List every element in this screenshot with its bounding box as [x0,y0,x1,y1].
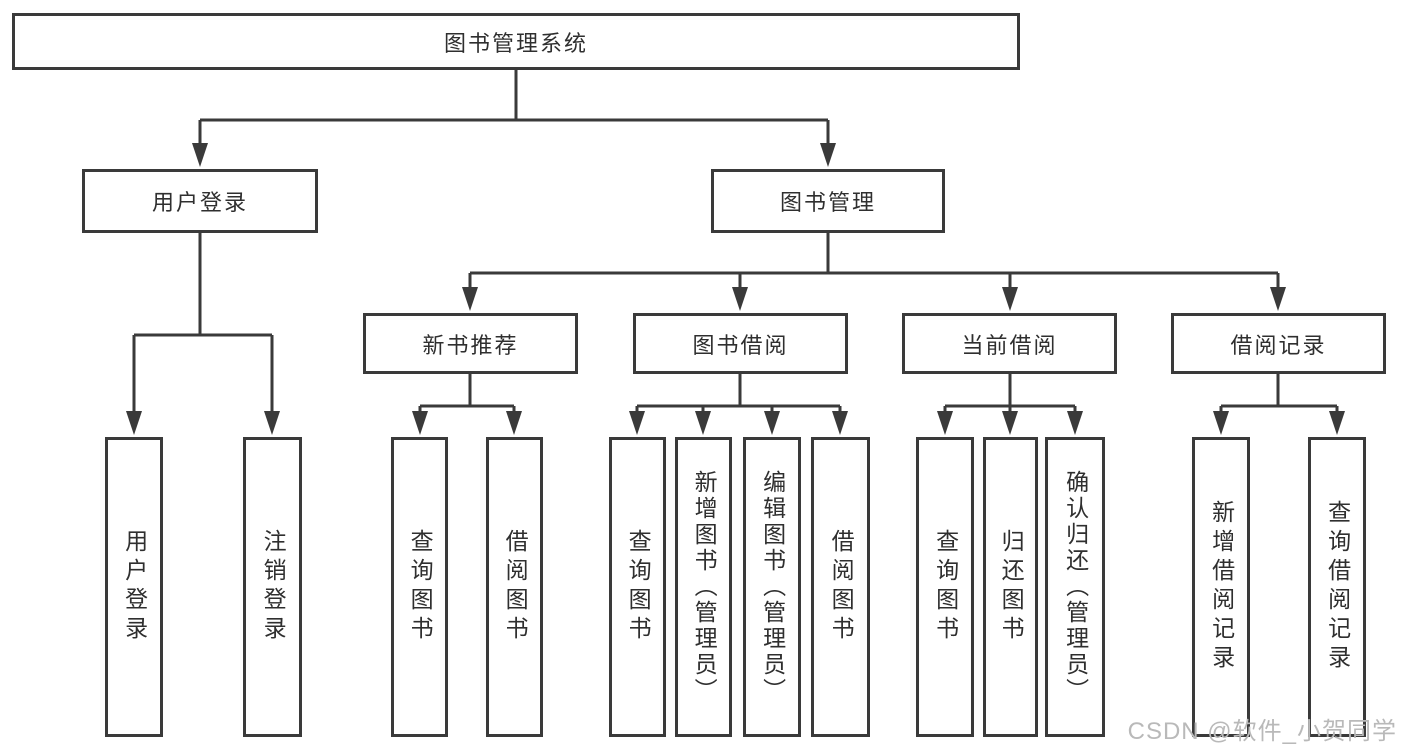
leaf-borrow-books: 借阅图书 [811,437,870,737]
node-user-login: 用户登录 [82,169,318,233]
leaf-return-books: 归还图书 [983,437,1038,737]
leaf-user-login: 用户登录 [105,437,163,737]
leaf-query-books-recommend: 查询图书 [391,437,448,737]
node-book-borrowing: 图书借阅 [633,313,848,374]
node-book-management: 图书管理 [711,169,945,233]
node-current-borrowing: 当前借阅 [902,313,1117,374]
leaf-query-books-current: 查询图书 [916,437,974,737]
leaf-query-books-borrowing: 查询图书 [609,437,666,737]
leaf-edit-books-admin: 编辑图书（管理员） [743,437,801,737]
leaf-add-books-admin: 新增图书（管理员） [675,437,732,737]
leaf-add-borrow-record: 新增借阅记录 [1192,437,1250,737]
node-new-book-recommendation: 新书推荐 [363,313,578,374]
node-library-system: 图书管理系统 [12,13,1020,70]
leaf-logout-login: 注销登录 [243,437,302,737]
leaf-query-borrow-record: 查询借阅记录 [1308,437,1366,737]
leaf-confirm-return-admin: 确认归还（管理员） [1045,437,1105,737]
leaf-borrow-books-recommend: 借阅图书 [486,437,543,737]
node-borrowing-records: 借阅记录 [1171,313,1386,374]
